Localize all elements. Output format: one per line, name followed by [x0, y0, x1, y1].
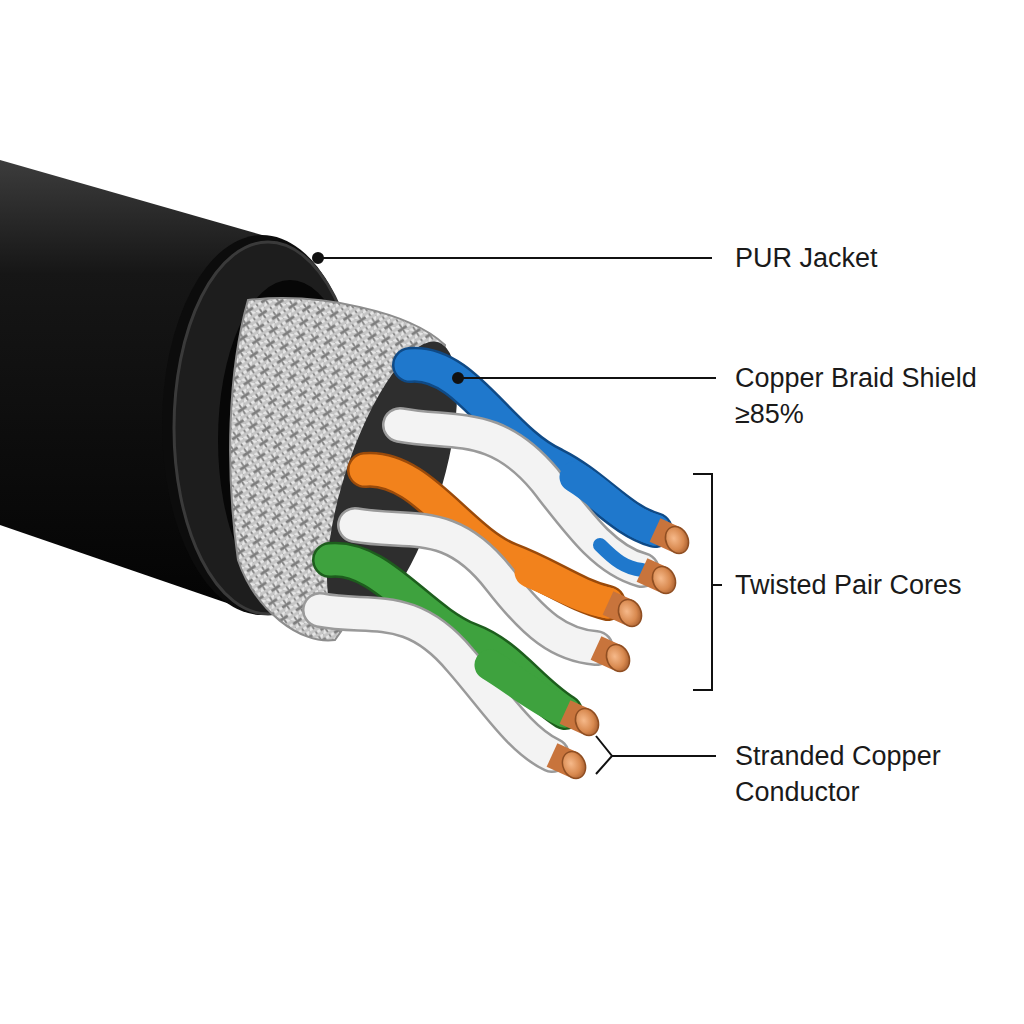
twisted-pairs: [320, 365, 655, 755]
conductor: [565, 705, 603, 740]
orange-wire: [530, 572, 608, 603]
blue-wire: [575, 477, 655, 530]
conductor: [642, 563, 680, 598]
leader-line: [318, 257, 712, 259]
callout-label: Copper Braid Shield ≥85%: [735, 360, 1015, 432]
leader-line: [612, 755, 716, 757]
blue-stripe: [600, 545, 642, 570]
conductor-end: [661, 523, 693, 558]
copper-conductors: [552, 523, 693, 783]
bracket: [693, 474, 712, 690]
callout-label: Twisted Pair Cores: [735, 567, 1015, 603]
conductor-end: [558, 748, 590, 783]
leader-lines: [313, 253, 722, 774]
callout-label: Stranded Copper Conductor: [735, 738, 1015, 810]
conductor: [655, 523, 693, 558]
leader-fork: [596, 736, 612, 774]
conductor-end: [602, 641, 634, 676]
conductor: [596, 641, 634, 676]
leader-line: [458, 377, 716, 379]
conductor: [552, 748, 590, 783]
bracket-tick: [712, 584, 722, 586]
conductor-end: [614, 596, 646, 631]
green-wire: [490, 665, 565, 712]
conductor: [608, 596, 646, 631]
conductor-end: [571, 705, 603, 740]
conductor-end: [648, 563, 680, 598]
callout-label: PUR Jacket: [735, 240, 1015, 276]
